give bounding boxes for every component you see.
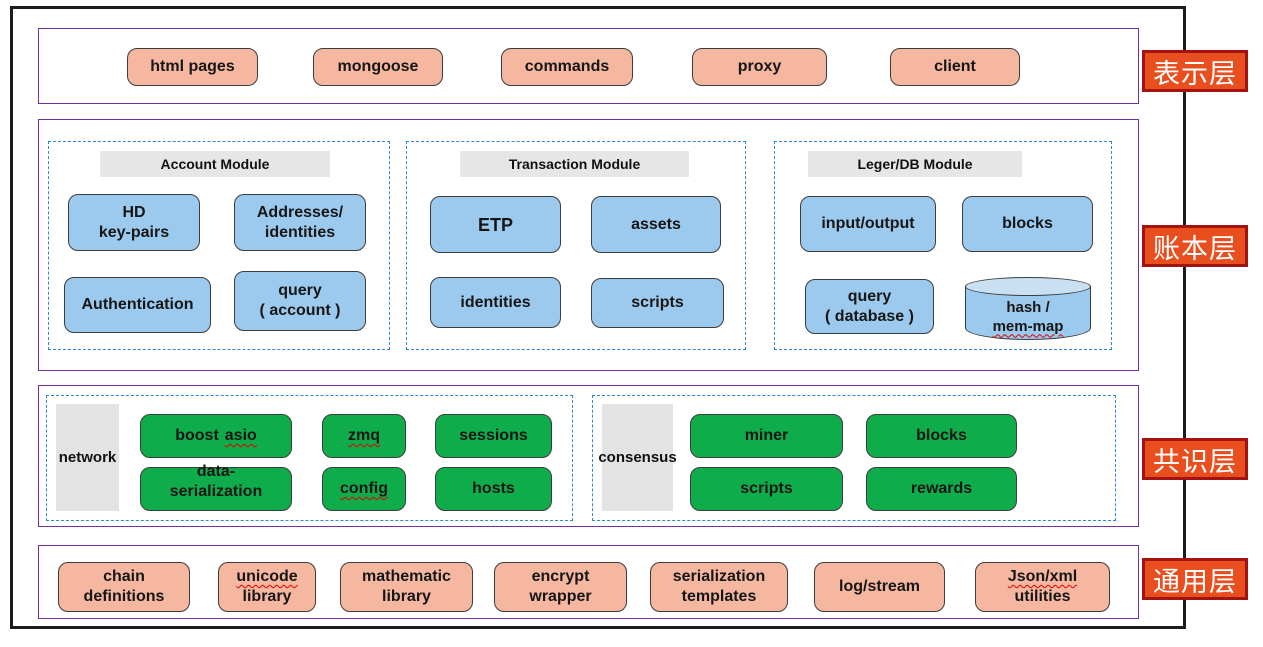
node-scripts-tx: scripts [591, 278, 724, 328]
node-mongoose: mongoose [313, 48, 443, 86]
cylinder-top-ellipse [965, 277, 1091, 296]
node-query-account: query ( account ) [234, 271, 366, 331]
node-encrypt-wrapper: encrypt wrapper [494, 562, 627, 612]
node-identities: identities [430, 277, 561, 328]
node-config: config [322, 467, 406, 511]
node-query-database: query ( database ) [805, 279, 934, 334]
ledger-layer-label: 账本层 [1142, 225, 1248, 267]
node-log-stream: log/stream [814, 562, 945, 612]
node-json-xml-utilities: Json/xml utilities [975, 562, 1110, 612]
leger-db-module-title: Leger/DB Module [808, 151, 1022, 177]
node-hosts: hosts [435, 467, 552, 511]
node-input-output: input/output [800, 196, 936, 252]
zmq-label: zmq [348, 427, 380, 444]
node-chain-definitions: chain definitions [58, 562, 190, 612]
utilities-label: utilities [1014, 588, 1071, 605]
library-label: library [242, 588, 292, 605]
unicode-label: unicode [236, 568, 298, 585]
common-layer-label: 通用层 [1142, 558, 1248, 600]
memmap-label: mem-map [992, 317, 1064, 335]
node-boost-asio: boost asio [140, 414, 292, 458]
json-xml-label: Json/xml [1007, 568, 1078, 585]
node-html-pages: html pages [127, 48, 258, 86]
node-unicode-library: unicode library [218, 562, 316, 612]
data-serialization-label: data- serialization [169, 463, 263, 500]
node-zmq: zmq [322, 414, 406, 458]
network-group-box [46, 395, 573, 521]
hash-label: hash / [1006, 298, 1050, 316]
node-scripts-consensus: scripts [690, 467, 843, 511]
node-data-serialization: data- serialization [140, 463, 292, 511]
node-client: client [890, 48, 1020, 86]
config-label: config [340, 480, 388, 497]
network-group-label: network [56, 404, 119, 511]
consensus-group-box [592, 395, 1116, 521]
node-sessions: sessions [435, 414, 552, 458]
node-proxy: proxy [692, 48, 827, 86]
account-module-title: Account Module [100, 151, 330, 177]
node-blocks-ledger: blocks [962, 196, 1093, 252]
node-addresses-identities: Addresses/ identities [234, 194, 366, 251]
boost-label: boost [175, 427, 219, 444]
cylinder-label: hash / mem-map [965, 293, 1091, 340]
node-blocks-consensus: blocks [866, 414, 1017, 458]
node-serialization-templates: serialization templates [650, 562, 788, 612]
node-hash-memmap-cylinder: hash / mem-map [965, 277, 1091, 340]
node-etp: ETP [430, 196, 561, 253]
account-module-box [48, 141, 390, 350]
node-hd-keypairs: HD key-pairs [68, 194, 200, 251]
node-authentication: Authentication [64, 277, 211, 333]
transaction-module-box [406, 141, 746, 350]
diagram-outer-frame [10, 6, 1186, 629]
transaction-module-title: Transaction Module [460, 151, 689, 177]
consensus-layer-label: 共识层 [1142, 438, 1248, 480]
node-rewards: rewards [866, 467, 1017, 511]
node-commands: commands [501, 48, 633, 86]
cylinder-body [965, 286, 1091, 340]
asio-label: asio [224, 427, 257, 444]
node-miner: miner [690, 414, 843, 458]
presentation-layer-label: 表示层 [1142, 50, 1248, 92]
consensus-group-label: consensus [598, 404, 677, 511]
node-assets: assets [591, 196, 721, 253]
leger-db-module-box [774, 141, 1112, 350]
node-mathematic-library: mathematic library [340, 562, 473, 612]
